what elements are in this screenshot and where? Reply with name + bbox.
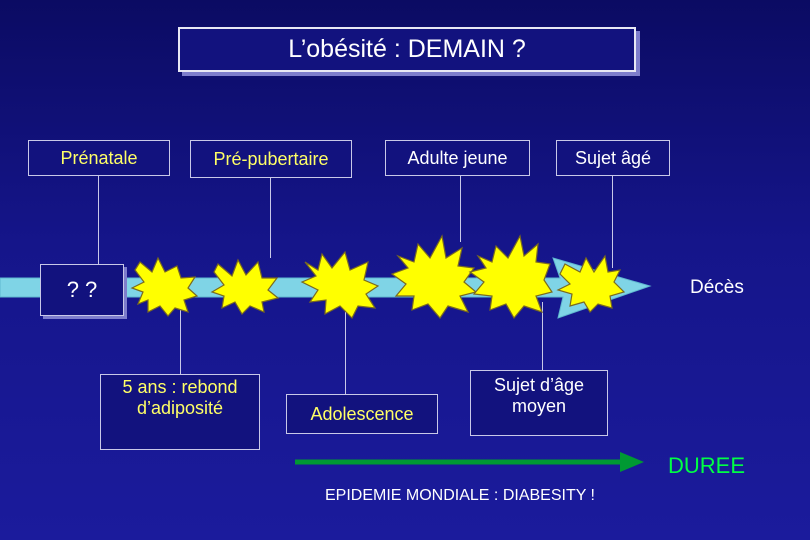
- connector-prenatale: [98, 174, 99, 276]
- stage-age-moyen-line1: Sujet d’âge: [493, 375, 585, 395]
- burst-5: [468, 234, 553, 320]
- stage-age-moyen: Sujet d’âge moyen: [470, 370, 608, 436]
- stage-prepubertaire: Pré-pubertaire: [190, 140, 352, 178]
- connector-age-moyen: [542, 302, 543, 370]
- burst-1: [130, 256, 199, 317]
- page-title: L’obésité : DEMAIN ?: [178, 27, 636, 72]
- end-label: Décès: [690, 277, 744, 298]
- duration-arrow-head: [620, 452, 644, 472]
- stage-5-ans-line2: d’adiposité: [136, 397, 224, 418]
- stage-5-ans-line1: 5 ans : rebond: [122, 377, 238, 397]
- stage-prenatale: Prénatale: [28, 140, 170, 176]
- duration-label: DUREE: [668, 453, 746, 478]
- stage-sujet-age: Sujet âgé: [556, 140, 670, 176]
- connector-adolescence: [345, 302, 346, 394]
- stage-adulte-jeune: Adulte jeune: [385, 140, 530, 176]
- stage-age-moyen-line2: moyen: [511, 395, 567, 416]
- stage-5-ans: 5 ans : rebond d’adiposité: [100, 374, 260, 450]
- stage-adolescence: Adolescence: [286, 394, 438, 434]
- burst-6: [556, 254, 626, 313]
- connector-sujet-age: [612, 176, 613, 268]
- footer-text: EPIDEMIE MONDIALE : DIABESITY !: [325, 487, 595, 504]
- connector-adulte-jeune: [460, 176, 461, 242]
- burst-3: [300, 250, 380, 320]
- connector-5-ans: [180, 298, 181, 374]
- burst-2: [210, 258, 280, 315]
- connector-prepubertaire: [270, 176, 271, 258]
- burst-4: [390, 234, 478, 319]
- start-unknown: ? ?: [40, 264, 124, 316]
